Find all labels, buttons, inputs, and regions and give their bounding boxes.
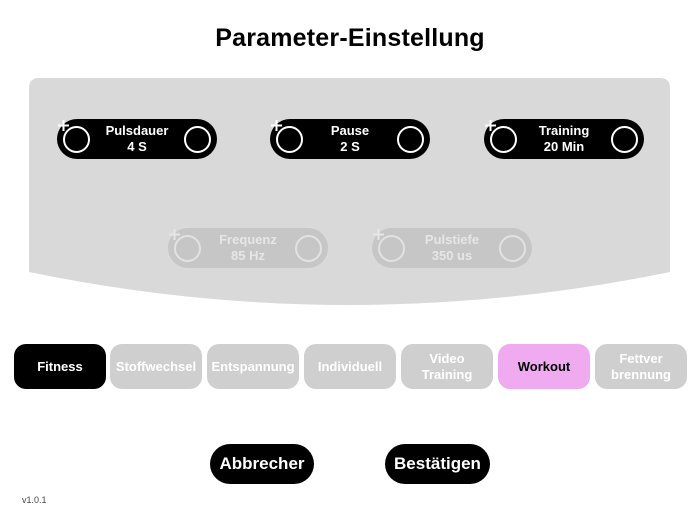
mode-fettverbrennung-label-line1: Fettver [619,350,663,366]
mode-individuell-button[interactable]: Individuell [304,344,396,389]
mode-fettverbrennung-label-line2: brennung [611,366,671,382]
pause-label: Pause [330,123,370,138]
pulsdauer-stepper: Pulsdauer 4 S [57,119,217,159]
pulstiefe-label: Pulstiefe [424,232,480,247]
mode-fettverbrennung-button[interactable]: Fettver brennung [595,344,687,389]
mode-video-training-label-line2: Training [421,366,473,382]
training-stepper: Training 20 Min [484,119,644,159]
pulstiefe-increment-button [373,229,526,262]
mode-fitness-label: Fitness [37,358,83,374]
mode-entspannung-button[interactable]: Entspannung [207,344,299,389]
parameter-panel-background [29,78,670,305]
training-label: Training [538,123,590,138]
training-value: 20 Min [543,139,585,154]
plus-icon [373,229,384,240]
confirm-button[interactable]: Bestätigen [385,444,490,484]
pulstiefe-value: 350 us [431,248,473,263]
plus-icon [271,120,282,131]
frequenz-stepper: Frequenz 85 Hz [168,228,328,268]
mode-workout-button[interactable]: Workout [498,344,590,389]
frequenz-value: 85 Hz [231,248,265,263]
pulsdauer-value: 4 S [127,139,147,154]
mode-fitness-button[interactable]: Fitness [14,344,106,389]
pulsdauer-label: Pulsdauer [105,123,169,138]
mode-stoffwechsel-button[interactable]: Stoffwechsel [110,344,202,389]
mode-stoffwechsel-label: Stoffwechsel [115,358,197,374]
page-title: Parameter-Einstellung [215,24,485,52]
pause-increment-button[interactable] [271,120,424,153]
cancel-button[interactable]: Abbrecher [210,444,314,484]
pause-value: 2 S [340,139,360,154]
training-increment-button[interactable] [485,120,638,153]
mode-video-training-button[interactable]: Video Training [401,344,493,389]
mode-video-training-label-line1: Video [429,350,465,366]
version-label: v1.0.1 [22,495,47,505]
pause-stepper: Pause 2 S [270,119,430,159]
mode-workout-label: Workout [517,358,571,374]
plus-icon [485,120,496,131]
mode-entspannung-label: Entspannung [211,358,295,374]
frequenz-increment-button [169,229,322,262]
pulstiefe-stepper: Pulstiefe 350 us [372,228,532,268]
mode-individuell-label: Individuell [317,358,383,374]
plus-icon [58,120,69,131]
parameter-panel: Pulsdauer 4 S Pause 2 S Training 20 Min [29,78,670,310]
pulsdauer-increment-button[interactable] [58,120,211,153]
plus-icon [169,229,180,240]
frequenz-label: Frequenz [219,232,277,247]
